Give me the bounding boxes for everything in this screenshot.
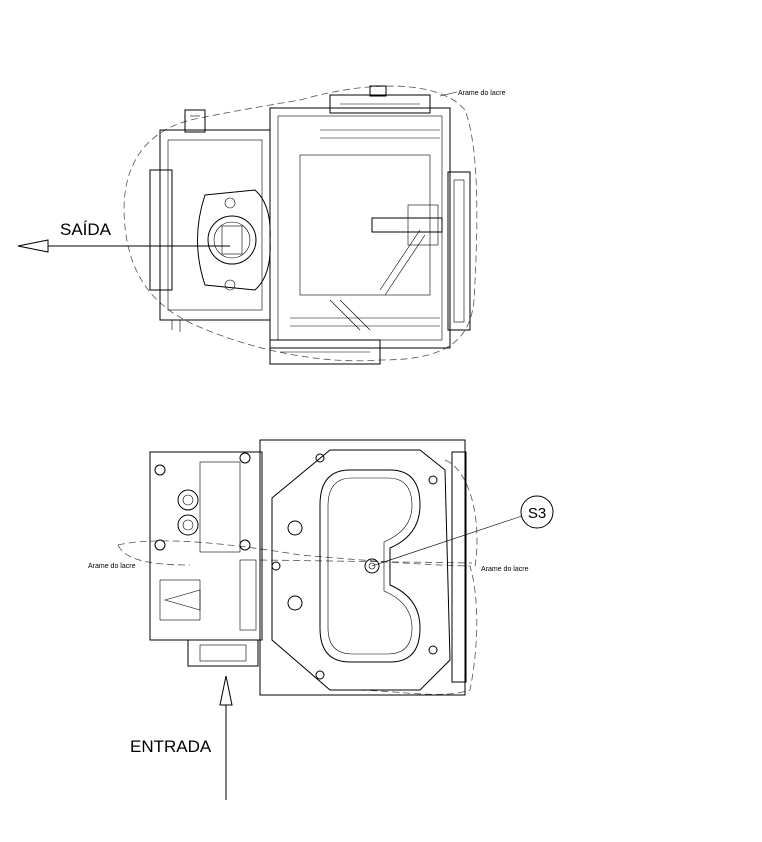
top-outlet-port (207, 215, 257, 265)
top-main-body (269, 107, 451, 349)
bottom-inlet-flange (187, 639, 259, 667)
bottom-view-assembly (117, 439, 523, 696)
top-seal-wire-label: Arame do lacre (458, 90, 506, 97)
top-seal-wire-loop (123, 85, 478, 362)
s3-callout-label: S3 (528, 505, 546, 522)
outlet-label: SAÍDA (60, 220, 112, 239)
inlet-label: ENTRADA (130, 737, 212, 756)
top-outlet-flange (197, 189, 271, 291)
inlet-arrow (219, 675, 233, 800)
bottom-oval-chamber (319, 469, 421, 663)
bottom-main-body (259, 439, 466, 696)
bottom-seal-wire-loop (117, 540, 478, 695)
bottom-seal-wire-right-label: Arame do lacre (481, 566, 529, 573)
bottom-valve-assembly (149, 451, 263, 641)
s3-callout-circle (520, 495, 554, 529)
outlet-arrow (17, 239, 230, 253)
bottom-seal-wire-left-label: Arame do lacre (88, 563, 136, 570)
top-valve-assembly (159, 129, 271, 321)
top-view-assembly (123, 85, 478, 365)
seal-screw (364, 558, 380, 574)
